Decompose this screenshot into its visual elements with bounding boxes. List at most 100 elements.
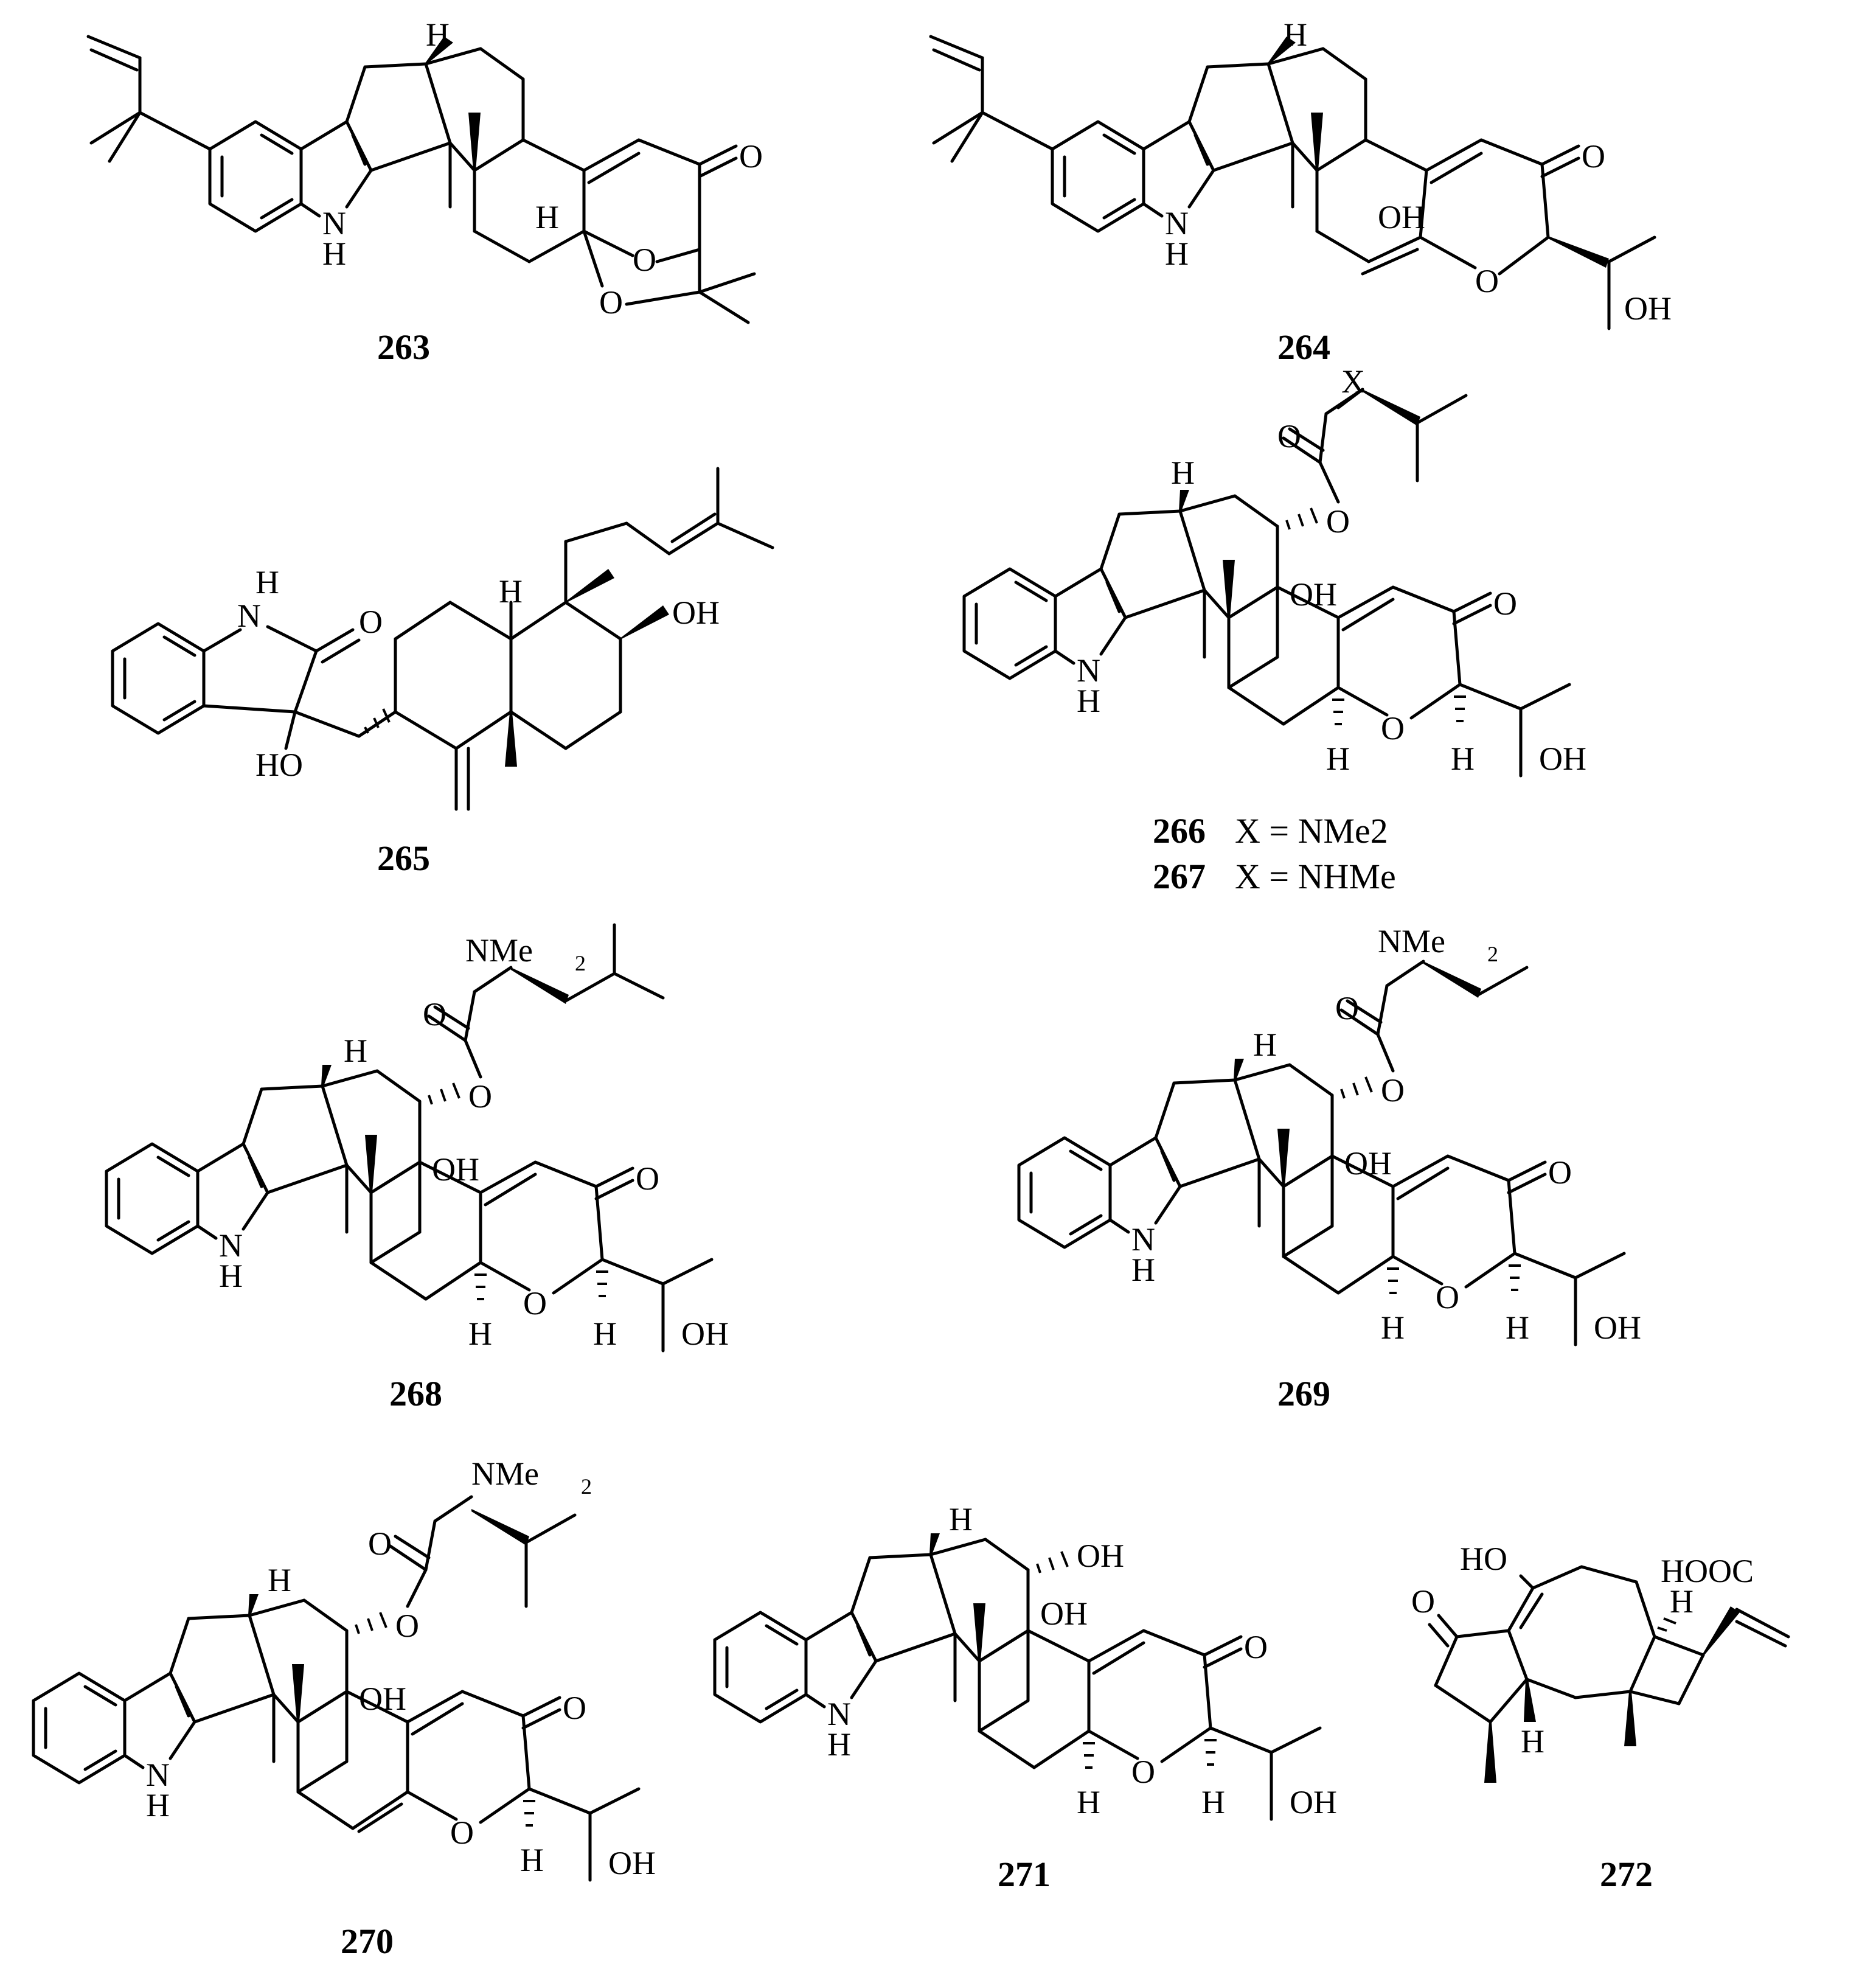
atom-label: N <box>1077 652 1100 689</box>
compound-label: 263 <box>377 327 430 367</box>
atom-label: O <box>1493 585 1517 622</box>
atom-label: H <box>949 1501 973 1538</box>
atom-label: O <box>1475 263 1499 299</box>
atom-label: H <box>1201 1784 1225 1820</box>
compound-272: HO O H H HOOC 272 <box>1411 1541 1790 1894</box>
atom-label: H <box>1165 235 1189 272</box>
atom-label: O <box>636 1160 659 1197</box>
atom-label: OH <box>1077 1538 1124 1574</box>
atom-label: O <box>1277 418 1301 455</box>
atom-label: 2 <box>1487 942 1498 966</box>
atom-label: H <box>593 1315 617 1352</box>
atom-label: O <box>1381 1072 1405 1109</box>
atom-label: H <box>1451 740 1475 777</box>
atom-label: O <box>450 1814 474 1851</box>
atom-label: O <box>1582 138 1605 175</box>
atom-label: O <box>1381 710 1405 747</box>
atom-label: N <box>237 598 261 634</box>
atom-label: N <box>827 1696 851 1732</box>
atom-label: O <box>368 1525 392 1562</box>
atom-label: H <box>1670 1583 1694 1620</box>
atom-label: H <box>535 199 559 235</box>
compound-263: N H H H O O <box>86 16 763 367</box>
atom-label: H <box>146 1787 170 1824</box>
atom-label: HO <box>255 747 303 783</box>
atom-label: H <box>344 1033 367 1069</box>
atom-label: 2 <box>575 951 586 975</box>
atom-label: OH <box>1624 290 1672 327</box>
atom-label: H <box>1077 1784 1100 1820</box>
atom-label: O <box>1548 1154 1572 1191</box>
atom-label: H <box>1326 740 1350 777</box>
atom-label: H <box>1131 1252 1155 1288</box>
atom-label: NMe <box>1378 923 1445 960</box>
atom-label: OH <box>1378 199 1425 235</box>
atom-label: O <box>1436 1279 1459 1315</box>
atom-label: OH <box>432 1151 479 1188</box>
atom-label: H <box>268 1562 291 1598</box>
atom-label: N <box>1165 205 1189 242</box>
atom-label: O <box>523 1285 547 1322</box>
atom-label: HO <box>1460 1541 1507 1577</box>
atom-label: O <box>1131 1754 1155 1790</box>
atom-label: OH <box>1290 576 1337 613</box>
compound-269: N H H O O NMe 2 OH O <box>1017 923 1641 1413</box>
atom-label: X <box>1341 363 1365 400</box>
atom-label: OH <box>1344 1145 1392 1182</box>
atom-label: H <box>499 573 523 610</box>
atom-label: OH <box>1290 1784 1337 1820</box>
atom-label: H <box>1284 16 1307 53</box>
compound-271: N H H OH OH O O H <box>713 1501 1337 1894</box>
compound-label: 269 <box>1277 1374 1330 1413</box>
compound-265: N H O HO H OH <box>111 467 774 878</box>
atom-label: O <box>599 284 623 321</box>
atom-label: OH <box>672 594 720 631</box>
atom-label: OH <box>359 1681 406 1717</box>
compound-label: 272 <box>1600 1855 1653 1894</box>
atom-label: O <box>563 1690 586 1726</box>
atom-label: H <box>827 1726 851 1763</box>
atom-label: H <box>520 1842 544 1878</box>
atom-label: O <box>1244 1629 1268 1665</box>
atom-label: N <box>322 205 346 242</box>
atom-label: H <box>1171 455 1195 491</box>
atom-label: H <box>1521 1723 1544 1760</box>
compound-270: N H H O O NMe 2 OH <box>32 1455 656 1961</box>
atom-label: H <box>219 1258 243 1294</box>
atom-label: H <box>426 16 450 53</box>
compound-266-267: N H H O O X OH O <box>962 363 1586 896</box>
atom-label: HOOC <box>1661 1553 1754 1589</box>
compound-label: 267 <box>1153 857 1206 896</box>
compound-variant: X = NMe2 <box>1235 811 1388 851</box>
atom-label: NMe <box>471 1455 539 1492</box>
atom-label: O <box>468 1078 492 1115</box>
atom-label: N <box>146 1757 170 1793</box>
atom-label: OH <box>608 1845 656 1881</box>
atom-label: OH <box>681 1315 729 1352</box>
atom-label: H <box>468 1315 492 1352</box>
atom-label: O <box>359 604 383 640</box>
atom-label: H <box>1077 683 1100 719</box>
compound-label: 266 <box>1153 811 1206 851</box>
atom-label: H <box>255 564 279 601</box>
atom-label: H <box>1506 1309 1529 1346</box>
atom-label: O <box>423 996 446 1033</box>
compound-variant: X = NHMe <box>1235 857 1396 896</box>
atom-label: H <box>1381 1309 1405 1346</box>
compound-label: 270 <box>341 1921 394 1961</box>
compound-268: N H H O O NMe 2 OH <box>105 923 729 1413</box>
compound-label: 271 <box>998 1855 1051 1894</box>
compound-264: N H H OH O O OH 264 <box>929 16 1672 367</box>
atom-label: O <box>1326 503 1350 540</box>
atom-label: NMe <box>465 932 533 969</box>
atom-label: OH <box>1040 1595 1088 1632</box>
atom-label: OH <box>1594 1309 1641 1346</box>
atom-label: O <box>739 138 763 175</box>
atom-label: N <box>1131 1221 1155 1258</box>
atom-label: H <box>322 235 346 272</box>
atom-label: H <box>1253 1026 1277 1063</box>
atom-label: OH <box>1539 740 1586 777</box>
atom-label: N <box>219 1227 243 1264</box>
